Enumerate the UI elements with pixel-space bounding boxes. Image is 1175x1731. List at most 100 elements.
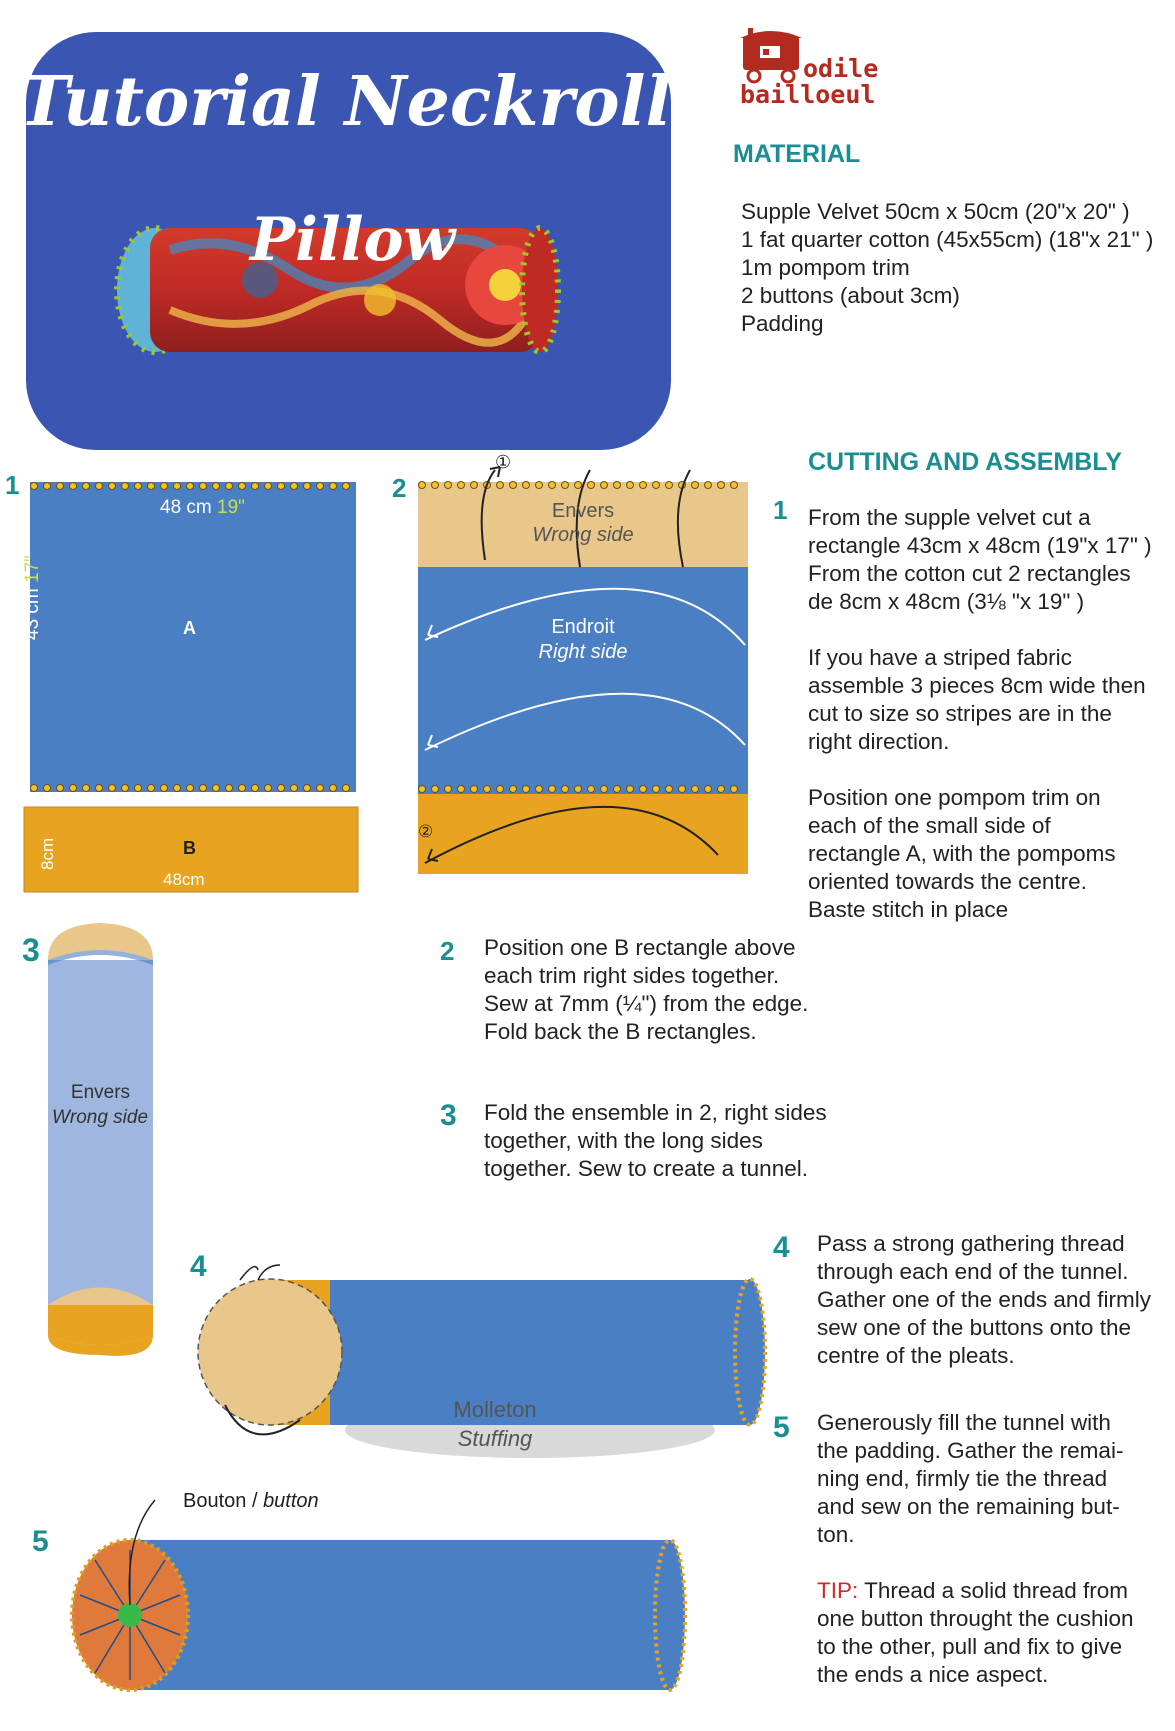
height-in: 17" — [22, 555, 43, 583]
text-line: If you have a striped fabric — [808, 645, 1072, 670]
pompom-dot — [225, 482, 233, 490]
pompom-dot — [160, 784, 168, 792]
pompom-dot — [665, 785, 673, 793]
caravan-logo-icon — [740, 28, 802, 84]
cutting-heading: CUTTING AND ASSEMBLY — [808, 448, 1122, 476]
piece-b-width: 48cm — [163, 870, 205, 889]
pompom-dot — [600, 785, 608, 793]
pompom-dot — [613, 481, 621, 489]
pompom-dot — [186, 482, 194, 490]
width-in: 19" — [217, 497, 245, 518]
pompom-dot — [522, 481, 530, 489]
text-line: Fold back the B rectangles. — [484, 1019, 757, 1044]
pompom-dot — [251, 482, 259, 490]
pillow-photo — [114, 225, 561, 355]
pompom-dot — [329, 482, 337, 490]
material-item: 1 fat quarter cotton (45x55cm) (18"x 21"… — [741, 227, 1154, 252]
pompom-dot — [548, 785, 556, 793]
text-line: Generously fill the tunnel with — [817, 1410, 1111, 1435]
pompom-dot — [509, 785, 517, 793]
pompom-dot — [431, 785, 439, 793]
pompom-dot — [639, 785, 647, 793]
piece-b-height: 8cm — [38, 837, 57, 870]
height-cm: 43 cm — [22, 588, 43, 640]
pompom-dot — [56, 784, 64, 792]
pompom-dot — [329, 784, 337, 792]
pompom-dot — [225, 784, 233, 792]
pompom-dot — [303, 482, 311, 490]
pompom-dot — [342, 482, 350, 490]
pompom-dot — [652, 785, 660, 793]
pompom-dot — [342, 784, 350, 792]
step-5-number: 5 — [773, 1411, 790, 1444]
text-line: the padding. Gather the remai- — [817, 1438, 1124, 1463]
pompom-dot — [418, 481, 426, 489]
pompom-dot — [82, 482, 90, 490]
material-item: Supple Velvet 50cm x 50cm (20"x 20" ) — [741, 199, 1130, 224]
text-line: Fold the ensemble in 2, right sides — [484, 1100, 827, 1125]
text-line: Gather one of the ends and firmly — [817, 1287, 1151, 1312]
text-line: ning end, firmly tie the thread — [817, 1466, 1108, 1491]
pompom-dot — [704, 481, 712, 489]
text-line: and sew on the remaining but- — [817, 1494, 1120, 1519]
pompom-dot — [56, 482, 64, 490]
diagram-5 — [70, 1499, 687, 1692]
diagram-3 — [48, 923, 153, 1356]
text-line: de 8cm x 48cm (3⅛ "x 19" ) — [808, 589, 1085, 614]
pompom-dot — [199, 482, 207, 490]
pompom-dot — [277, 784, 285, 792]
pompom-dot — [264, 784, 272, 792]
diagram-3-number: 3 — [22, 932, 40, 968]
pompom-dot — [173, 482, 181, 490]
text-line: the ends a nice aspect. — [817, 1662, 1049, 1687]
pompom-dot — [212, 482, 220, 490]
pompom-dot — [561, 481, 569, 489]
right-side-label: Right side — [538, 641, 628, 663]
text-line: rectangle 43cm x 48cm (19"x 17" ) — [808, 533, 1152, 558]
pompom-dot — [108, 784, 116, 792]
pompom-dot — [639, 481, 647, 489]
text-line: ton. — [817, 1522, 855, 1547]
pompom-dot — [535, 481, 543, 489]
pompom-dot — [574, 481, 582, 489]
text-line: together, with the long sides — [484, 1128, 763, 1153]
text-line: through each end of the tunnel. — [817, 1259, 1129, 1284]
pompom-dot — [730, 785, 738, 793]
logo-line-1: odile — [803, 54, 879, 83]
endroit-label: Endroit — [551, 616, 615, 638]
stuffing-label: Stuffing — [457, 1426, 533, 1451]
text-line: Position one B rectangle above — [484, 935, 796, 960]
text-line: From the cotton cut 2 rectangles — [808, 561, 1131, 586]
pompom-dot — [316, 482, 324, 490]
pompom-dot — [470, 481, 478, 489]
pompom-dot — [238, 784, 246, 792]
pompom-dot — [95, 784, 103, 792]
pompom-dot — [212, 784, 220, 792]
molleton-label: Molleton — [453, 1397, 537, 1422]
step-3-text: Fold the ensemble in 2, right sides toge… — [484, 1099, 827, 1183]
text-line: each trim right sides together. — [484, 963, 780, 988]
material-heading: MATERIAL — [733, 140, 861, 168]
diagram-4-number: 4 — [190, 1250, 207, 1283]
pompom-dot — [626, 481, 634, 489]
pompom-dot — [43, 482, 51, 490]
pompom-dot — [496, 481, 504, 489]
pompom-dot — [134, 482, 142, 490]
step-1-number: 1 — [773, 495, 788, 525]
pompom-dot — [496, 785, 504, 793]
diagram-1-number: 1 — [5, 470, 20, 500]
pompom-dot — [251, 784, 259, 792]
text-line: each of the small side of — [808, 813, 1051, 838]
pompom-dot — [30, 482, 38, 490]
pompom-dot — [43, 784, 51, 792]
pompom-dot — [548, 481, 556, 489]
pompom-dot — [522, 785, 530, 793]
pompom-dot — [665, 481, 673, 489]
diagram-2 — [418, 466, 748, 874]
pompom-dot — [678, 785, 686, 793]
pompom-dot — [147, 784, 155, 792]
button-italic-text: button — [263, 1490, 319, 1512]
pompom-dot — [418, 785, 426, 793]
material-item: 2 buttons (about 3cm) — [741, 283, 960, 308]
wrong-side-label: Wrong side — [532, 524, 634, 546]
